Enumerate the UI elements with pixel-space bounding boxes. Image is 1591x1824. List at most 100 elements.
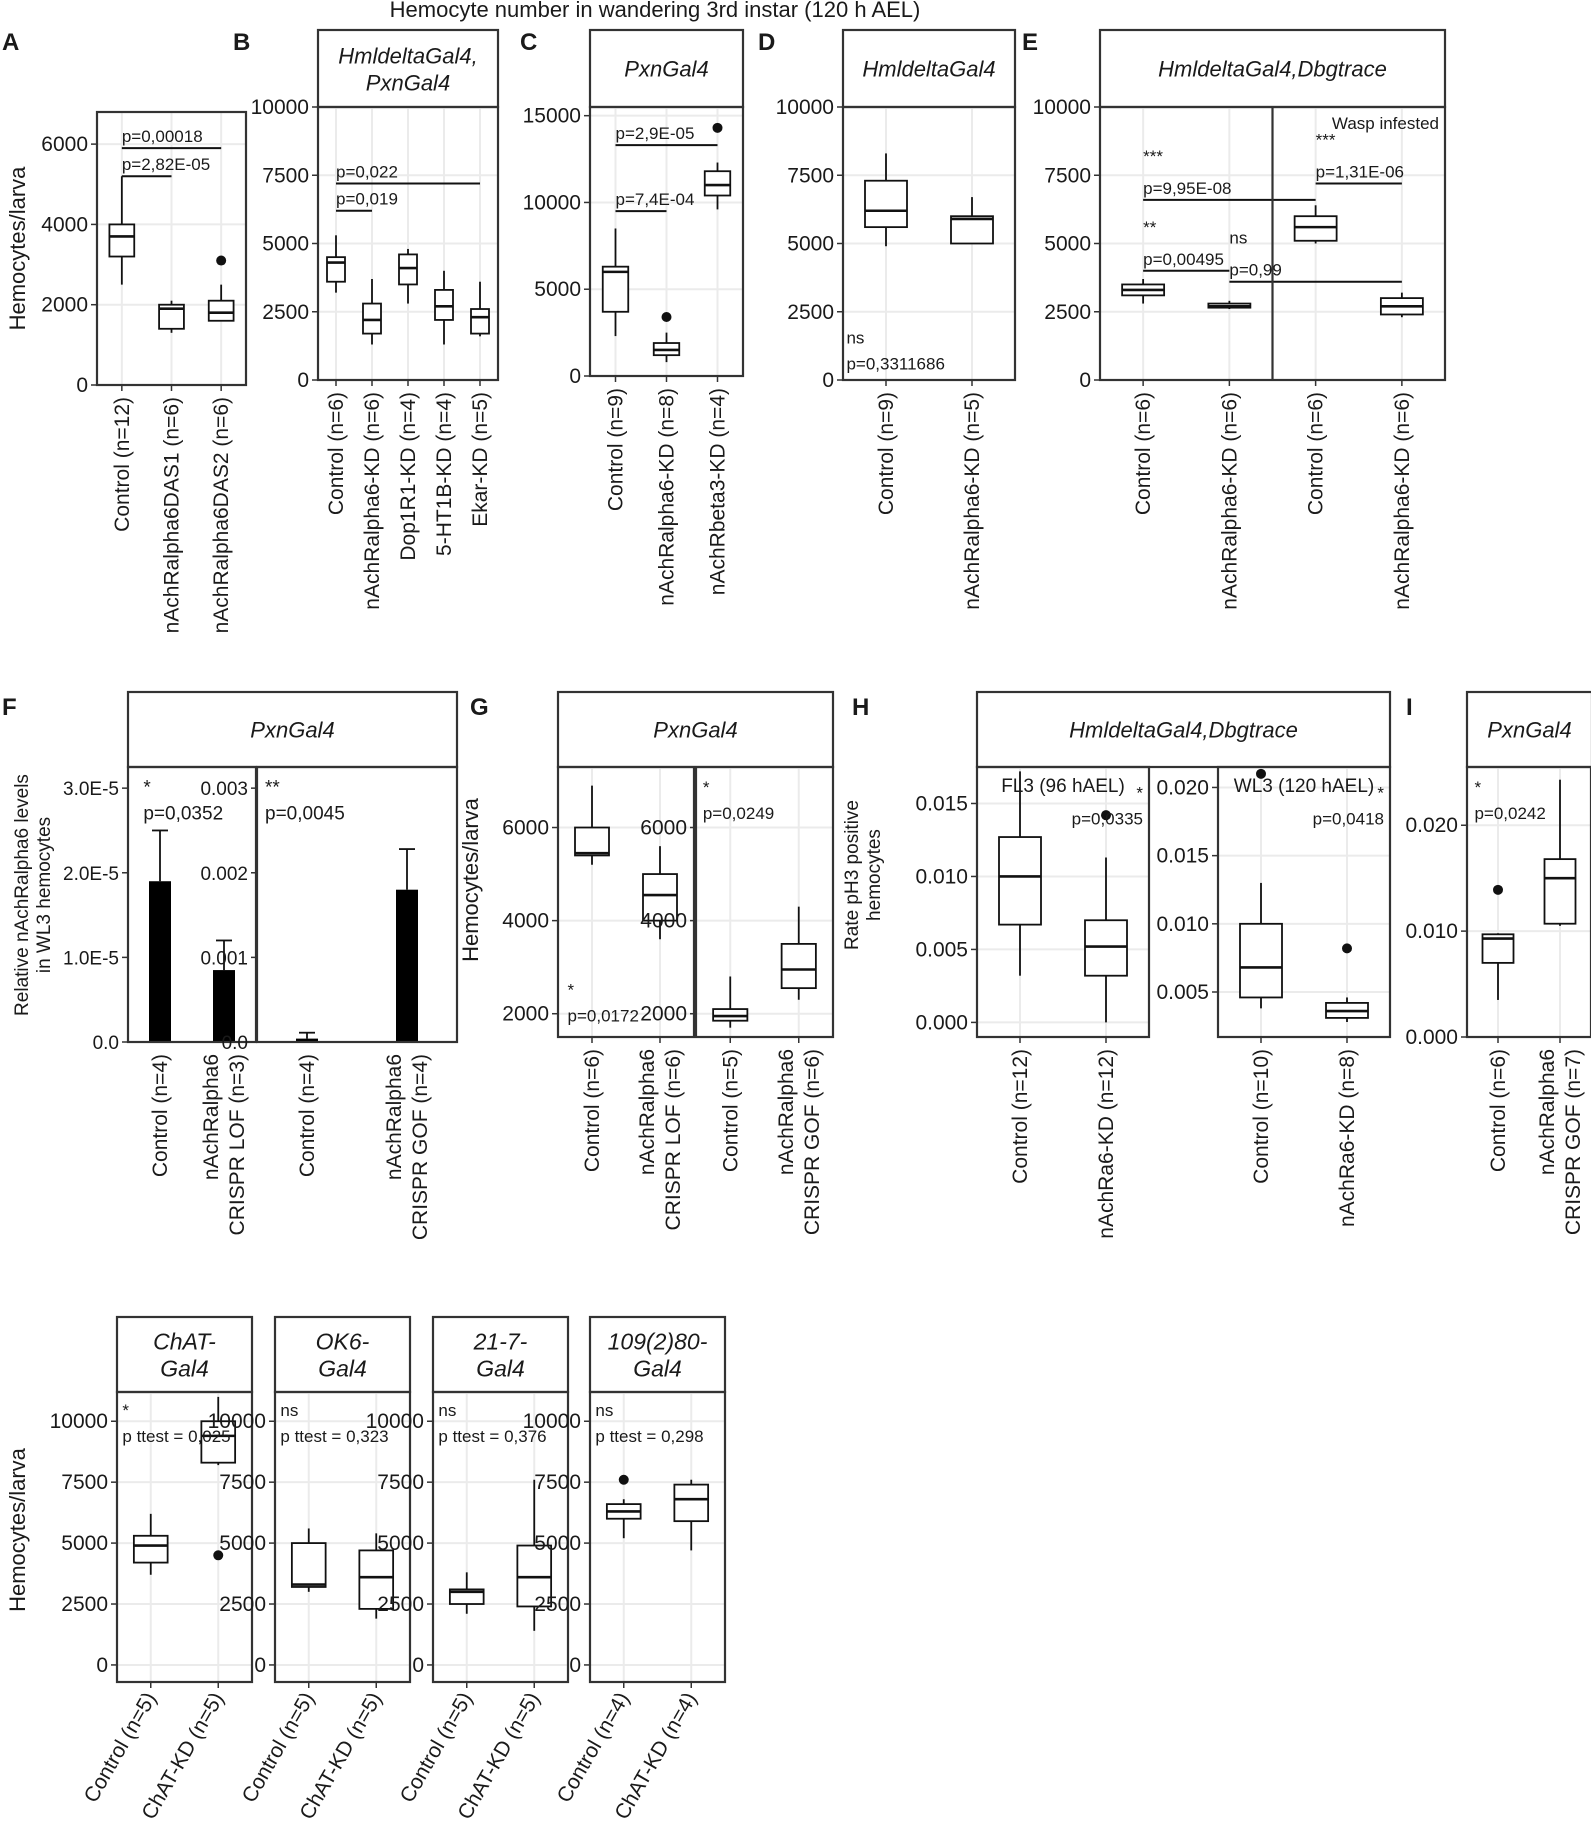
panel-header-text: HmldeltaGal4,Dbgtrace <box>1069 718 1298 743</box>
y-tick-label: 2500 <box>61 1593 108 1616</box>
box <box>864 179 908 229</box>
panel-border <box>588 105 745 378</box>
y-tick-label: 5000 <box>1044 233 1091 256</box>
x-category-label: nAchRalpha6DAS1 (n=6) <box>161 397 184 633</box>
y-tick-label: 0.005 <box>1156 981 1209 1004</box>
p-value: p=1,31E-06 <box>1316 162 1404 181</box>
y-tick-label: 6000 <box>502 817 549 840</box>
panel-F: FPxnGal40.01.0E-52.0E-53.0E-5*p=0,0352Co… <box>2 690 459 1240</box>
annotation-text: ns <box>846 328 864 347</box>
panel-border <box>316 105 500 382</box>
y-tick-label: 4000 <box>640 910 687 933</box>
box <box>601 265 630 313</box>
y-tick-label: 0 <box>297 369 309 392</box>
panel-border <box>431 1390 570 1684</box>
box <box>780 942 817 990</box>
box <box>132 1534 169 1564</box>
box <box>1543 858 1577 925</box>
annotation-text: p=0,3311686 <box>846 354 944 373</box>
panel-header-strip <box>1098 28 1447 109</box>
outlier-point <box>216 255 227 266</box>
x-tick-label: Control (n=4) <box>296 1054 319 1177</box>
x-tick-label: Control (n=9) <box>605 388 628 511</box>
x-category-label: Control (n=5) <box>238 1689 319 1807</box>
x-tick-label: nAchRalpha6 <box>383 1054 406 1180</box>
box <box>362 302 382 335</box>
panel-letter: A <box>2 29 19 56</box>
p-value: p=0,00495 <box>1143 250 1224 269</box>
annotation-text: p=0,0418 <box>1313 810 1384 829</box>
bar <box>149 881 171 1042</box>
panel-letter: D <box>758 29 775 56</box>
x-category-label: Control (n=5) <box>396 1689 477 1807</box>
x-category-label: nAchRa6-KD (n=8) <box>1336 1049 1359 1227</box>
y-tick-label: 0 <box>822 369 834 392</box>
p-value: p=9,95E-08 <box>1143 179 1231 198</box>
box <box>200 1420 237 1464</box>
y-tick-label: 2000 <box>41 294 88 317</box>
annotation-text: p ttest = 0,323 <box>280 1427 388 1446</box>
x-category-label: Control (n=4) <box>296 1054 319 1177</box>
significance-stars: *** <box>1316 130 1336 149</box>
panel-H: HHmldeltaGal4,Dbgtrace0.0000.0050.0100.0… <box>842 690 1392 1239</box>
box <box>326 256 346 283</box>
y-tick-label: 3.0E-5 <box>63 779 119 800</box>
y-tick-label: 0 <box>569 1654 581 1677</box>
y-tick-label: 10000 <box>251 96 309 119</box>
box <box>1293 215 1338 242</box>
facet-strip-label: FL3 (96 hAEL) <box>1001 776 1125 797</box>
y-tick-label: 0.005 <box>915 938 968 961</box>
y-tick-label: 0.003 <box>200 779 248 800</box>
annotation-text: * <box>1377 784 1384 803</box>
box <box>673 1483 710 1523</box>
x-tick-label: Control (n=5) <box>80 1689 161 1807</box>
box <box>398 253 418 286</box>
x-category-label: nAchRalpha6-KD (n=6) <box>361 392 384 610</box>
y-tick-label: 5000 <box>377 1532 424 1555</box>
panel-border <box>841 105 1017 382</box>
y-tick-label: 10000 <box>50 1410 108 1433</box>
panel-letter: F <box>2 694 17 721</box>
x-category-label: nAchRalpha6DAS2 (n=6) <box>210 397 233 633</box>
panel-header-strip <box>431 1315 570 1394</box>
y-tick-label: 1.0E-5 <box>63 948 119 969</box>
y-tick-label: 0.010 <box>1156 913 1209 936</box>
x-category-label: nAchRa6-KD (n=12) <box>1095 1049 1118 1239</box>
x-tick-label: nAchRalpha6-KD (n=8) <box>656 388 679 606</box>
x-tick-label: Control (n=4) <box>553 1689 634 1807</box>
x-tick-label: Control (n=6) <box>581 1049 604 1172</box>
x-tick-label: nAchRalpha6DAS1 (n=6) <box>161 397 184 633</box>
y-tick-label: 2.0E-5 <box>63 864 119 885</box>
panel-letter: I <box>1406 694 1413 721</box>
x-tick-label: Control (n=10) <box>1250 1049 1273 1184</box>
panel-header-text: Gal4 <box>633 1356 682 1382</box>
annotation-text: * <box>568 981 575 1000</box>
y-tick-label: 0 <box>569 365 581 388</box>
x-category-label: nAchRalpha6-KD (n=6) <box>1218 392 1241 610</box>
annotation-text: * <box>1136 784 1143 803</box>
y-axis-label-text: Relative nAchRalpha6 levels <box>12 774 33 1016</box>
box <box>1239 922 1283 999</box>
bar <box>396 889 418 1042</box>
box <box>703 170 732 197</box>
x-category-label: Control (n=4) <box>553 1689 634 1807</box>
y-tick-label: 2500 <box>534 1593 581 1616</box>
x-tick-label: nAchRalpha6 <box>775 1049 798 1175</box>
panel-border <box>95 110 248 387</box>
annotation-text: * <box>703 778 710 797</box>
annotation-text: p ttest = 0,298 <box>595 1427 703 1446</box>
x-tick-label: nAchRa6-KD (n=12) <box>1095 1049 1118 1239</box>
facet-strip-label: WL3 (120 hAEL) <box>1234 776 1374 797</box>
y-tick-label: 10000 <box>523 1410 581 1433</box>
x-category-label: nAchRalpha6-KD (n=6) <box>1391 392 1414 610</box>
panel-header-strip <box>273 1315 412 1394</box>
box <box>574 826 610 857</box>
y-tick-label: 15000 <box>523 105 581 128</box>
